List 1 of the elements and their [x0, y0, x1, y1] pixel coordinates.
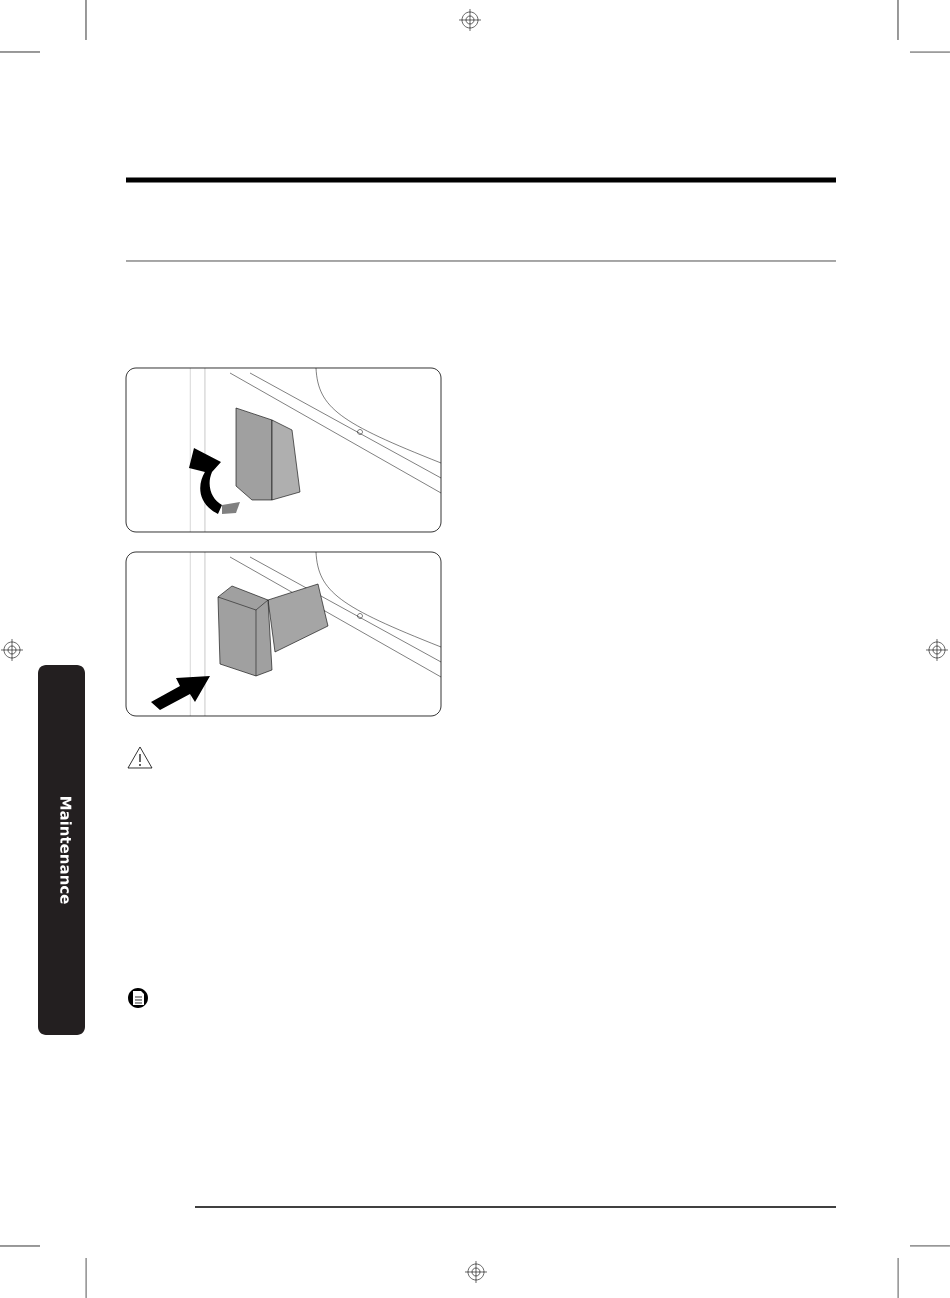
- section-tab: Maintenance: [38, 665, 85, 1035]
